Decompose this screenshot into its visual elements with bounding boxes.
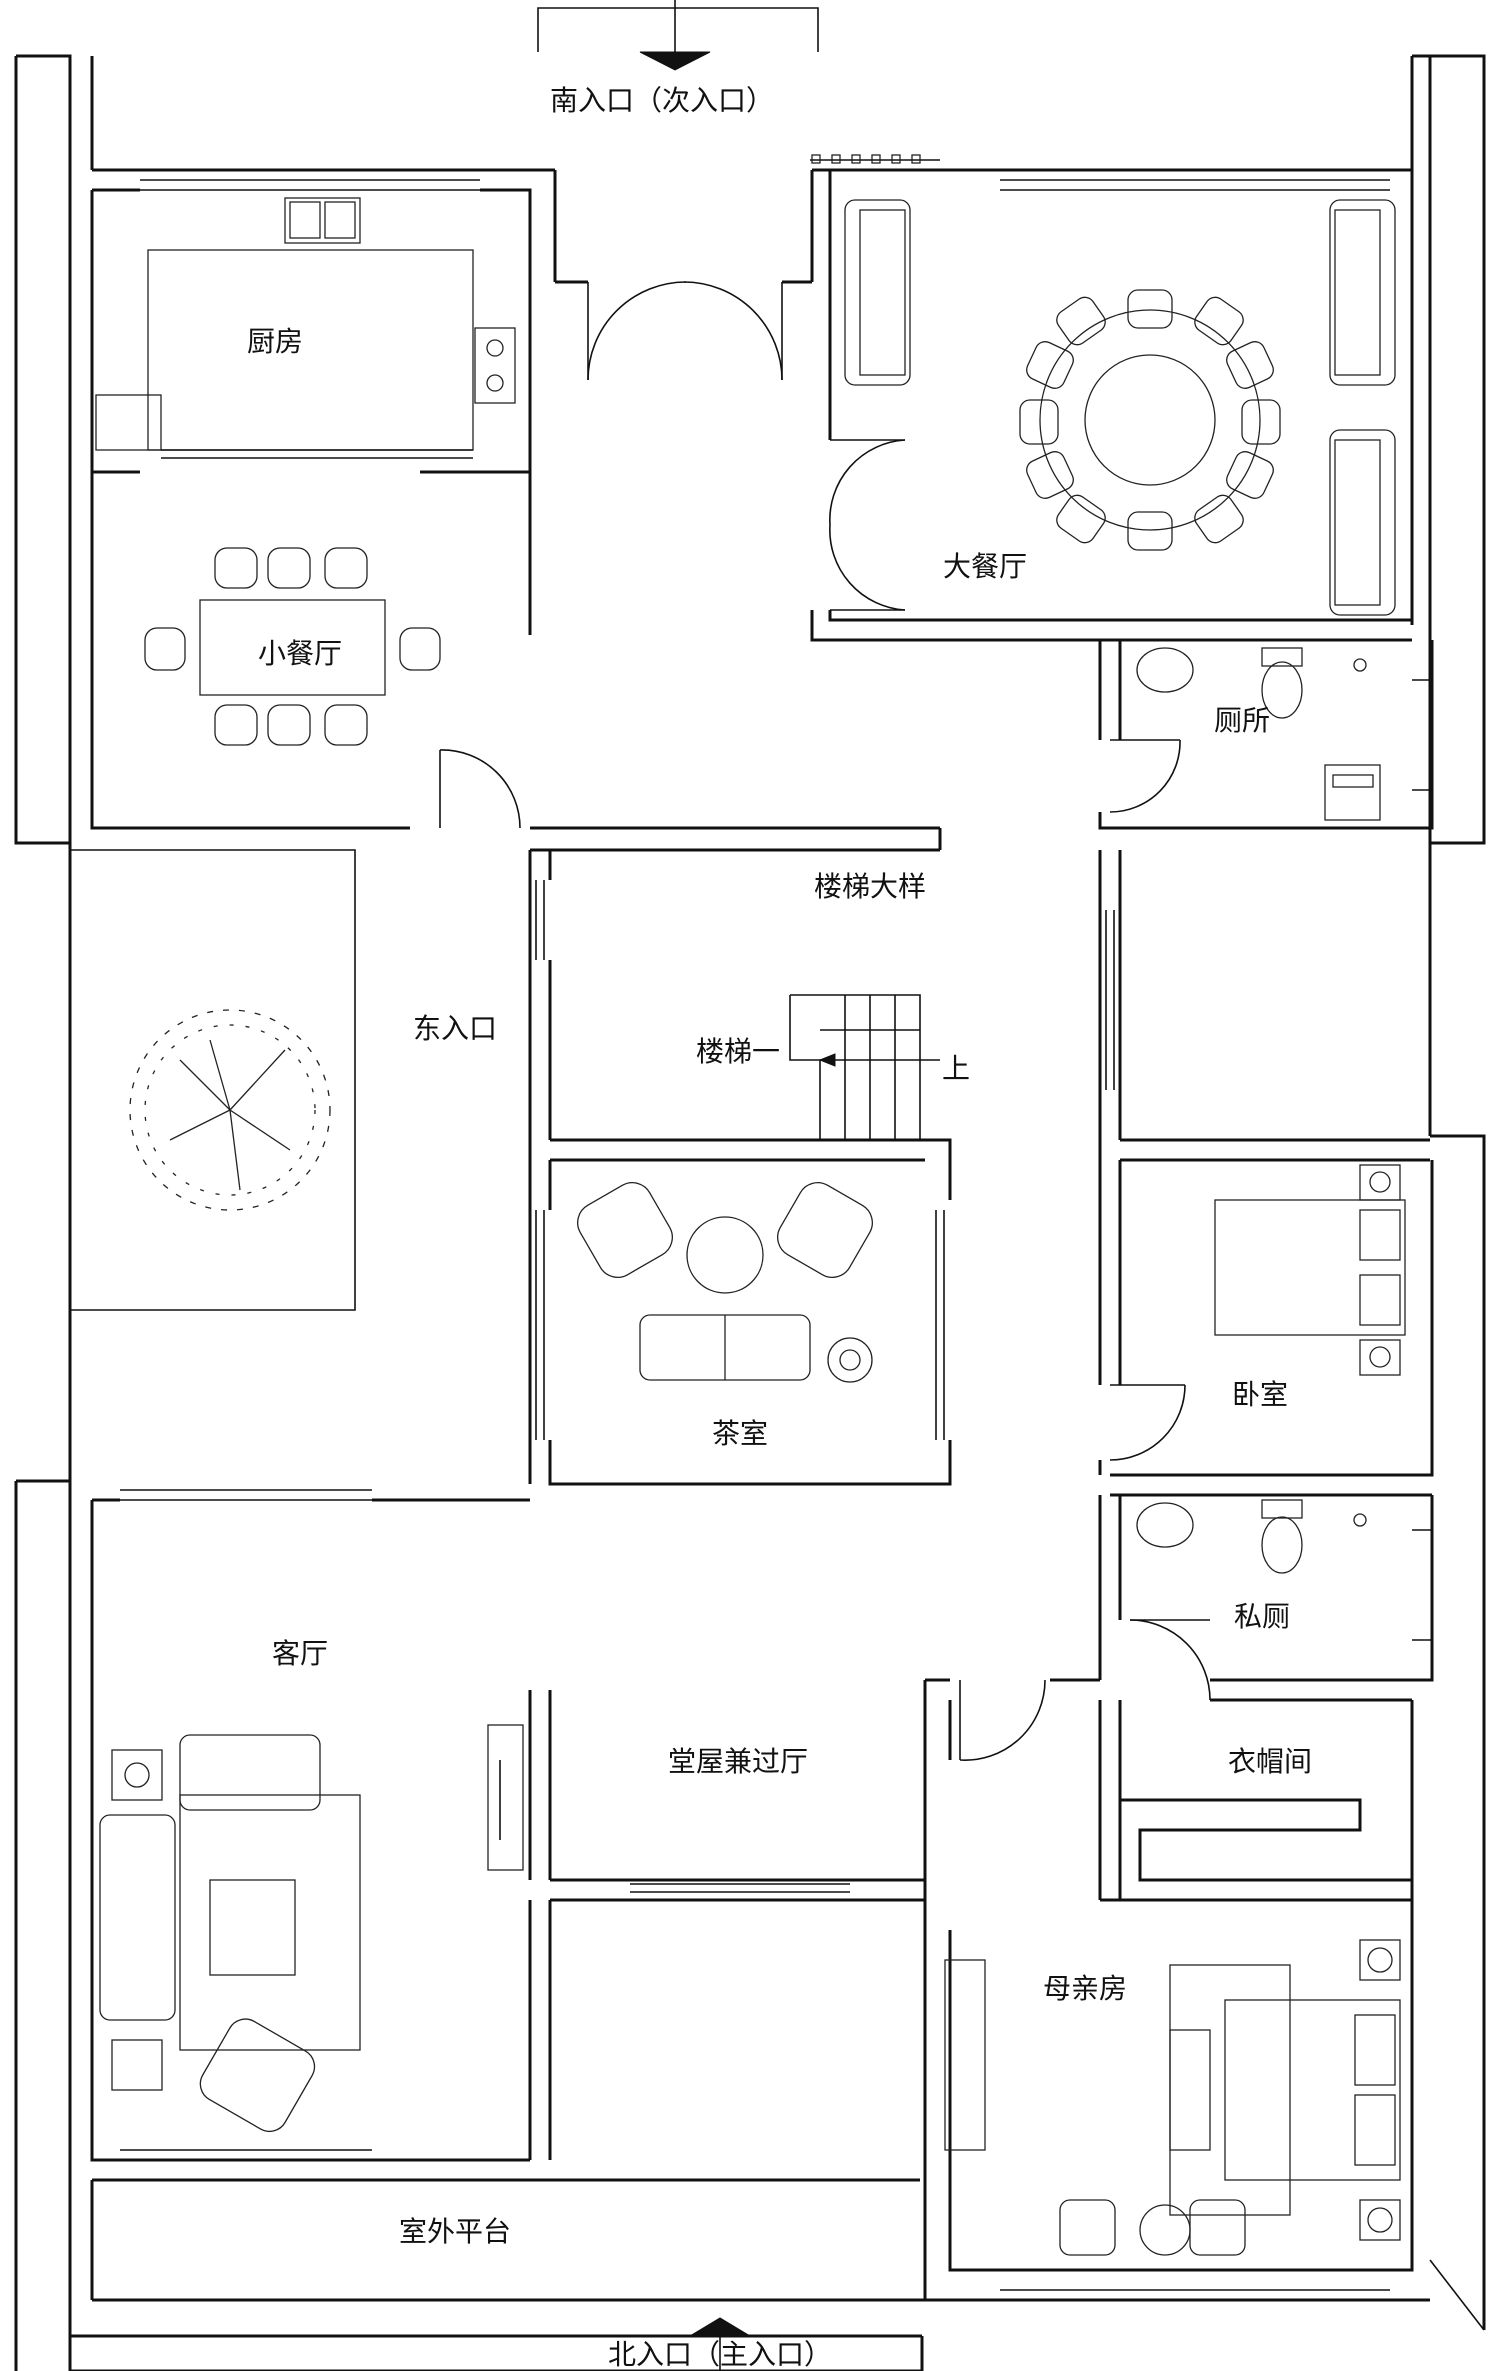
phone-table-icon bbox=[111, 2039, 163, 2091]
sofa-icon bbox=[1329, 429, 1396, 616]
nightstand-icon bbox=[1359, 1939, 1401, 1981]
toilet-icon bbox=[1261, 647, 1303, 667]
south-entrance-arrow-icon bbox=[639, 51, 711, 71]
bedroom-furniture bbox=[1214, 1164, 1406, 1376]
nightstand-icon bbox=[1359, 1164, 1401, 1201]
tv-cabinet-icon bbox=[487, 1724, 524, 1871]
east-entrance-label: 东入口 bbox=[413, 1012, 497, 1045]
armchair-icon bbox=[199, 2018, 316, 2133]
coffee-table-icon bbox=[209, 1879, 296, 1976]
private-toilet-fixtures bbox=[1136, 1499, 1367, 1574]
toilet-icon bbox=[1261, 1499, 1303, 1519]
washing-machine-icon bbox=[1324, 764, 1381, 821]
south-entrance-label: 南入口（次入口） bbox=[550, 84, 774, 117]
bed-icon bbox=[1214, 1199, 1406, 1336]
north-entrance-label: 北入口（主入口） bbox=[608, 2338, 832, 2371]
bed-icon bbox=[1224, 1999, 1401, 2181]
terrace-label: 室外平台 bbox=[399, 2215, 511, 2248]
tea-room-furniture bbox=[577, 1182, 873, 1383]
toilet-label: 厕所 bbox=[1214, 704, 1270, 737]
wardrobe-icon bbox=[944, 1959, 986, 2151]
nightstand-icon bbox=[1359, 1339, 1401, 1376]
entrance-arrows bbox=[639, 0, 752, 2371]
living-room-furniture bbox=[99, 1724, 524, 2133]
lamp-table-icon bbox=[111, 1749, 163, 1801]
large-dining-label: 大餐厅 bbox=[943, 550, 1027, 583]
mother-room-label: 母亲房 bbox=[1043, 1972, 1127, 2005]
fridge-icon bbox=[95, 394, 162, 451]
large-dining-table bbox=[810, 154, 1396, 616]
kitchen-label: 厨房 bbox=[247, 325, 303, 358]
sofa-icon bbox=[1329, 199, 1396, 386]
cloakroom-label: 衣帽间 bbox=[1228, 1745, 1312, 1778]
stair-up-label: 上 bbox=[942, 1052, 970, 1085]
small-dining-label: 小餐厅 bbox=[258, 637, 342, 670]
stair-one-label: 楼梯一 bbox=[696, 1035, 780, 1068]
toilet-fixtures bbox=[1136, 647, 1381, 821]
nightstand-icon bbox=[1359, 2199, 1401, 2241]
labels: 南入口（次入口） 厨房 小餐厅 大餐厅 厕所 楼梯大样 东入口 楼梯一 上 茶室… bbox=[247, 84, 1312, 2371]
sofa-icon bbox=[179, 1734, 321, 1811]
plant-icon bbox=[827, 1337, 873, 1383]
sink-icon bbox=[284, 197, 361, 244]
hall-label: 堂屋兼过厅 bbox=[668, 1745, 808, 1778]
private-toilet-label: 私厕 bbox=[1234, 1600, 1290, 1633]
tree-icon bbox=[129, 1009, 331, 1211]
north-entrance-arrow-icon bbox=[688, 2317, 752, 2337]
armchair-icon bbox=[577, 1182, 673, 1278]
armchair-icon bbox=[777, 1182, 873, 1278]
sofa-icon bbox=[99, 1814, 176, 2021]
walls bbox=[14, 7, 1486, 2371]
living-room-label: 客厅 bbox=[272, 1637, 328, 1670]
washbasin-icon bbox=[1136, 1502, 1194, 1548]
stove-icon bbox=[474, 327, 516, 404]
mother-room-furniture bbox=[944, 1939, 1401, 2256]
doors bbox=[439, 281, 1211, 1761]
washbasin-icon bbox=[1136, 647, 1194, 693]
small-dining-table bbox=[144, 547, 441, 746]
tea-room-label: 茶室 bbox=[712, 1417, 768, 1450]
kitchen-fixtures bbox=[95, 197, 516, 459]
stair-detail-label: 楼梯大样 bbox=[814, 870, 926, 903]
sofa-icon bbox=[844, 199, 911, 386]
stair-icon bbox=[789, 994, 940, 1140]
bedroom-label: 卧室 bbox=[1232, 1378, 1288, 1411]
